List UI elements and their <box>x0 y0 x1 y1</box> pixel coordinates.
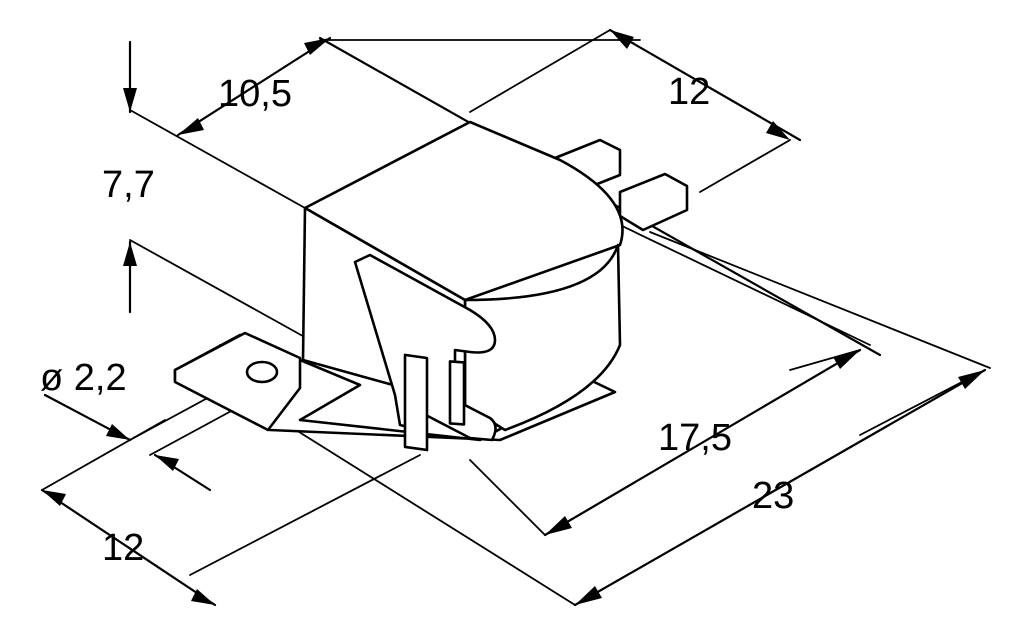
dimension-arrows <box>42 30 985 605</box>
housing-top <box>303 120 624 302</box>
terminal-front <box>618 172 689 232</box>
component-body <box>173 120 689 452</box>
label-hole-diameter: ø 2,2 <box>40 357 127 399</box>
label-overall-length: 23 <box>752 475 794 517</box>
label-width-top: 10,5 <box>218 73 292 115</box>
label-height: 7,7 <box>102 164 155 206</box>
dimension-labels: 10,5 7,7 12 ø 2,2 12 17,5 23 <box>40 71 794 569</box>
label-flange-width: 12 <box>102 527 144 569</box>
housing-side <box>463 243 622 432</box>
mounting-hole <box>245 360 279 384</box>
mounting-tab <box>173 331 302 432</box>
label-terminal-offset: 12 <box>668 71 710 113</box>
label-body-length: 17,5 <box>658 417 732 459</box>
spring-clip <box>353 253 497 442</box>
clip-window-right <box>448 360 466 426</box>
clip-window-left <box>403 353 429 452</box>
